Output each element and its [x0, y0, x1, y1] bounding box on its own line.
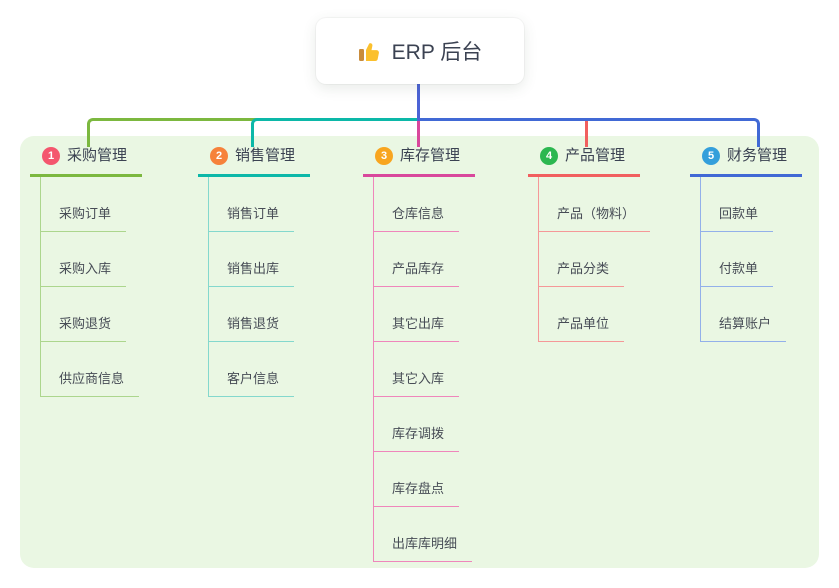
mindmap-node[interactable]: 供应商信息: [41, 342, 140, 397]
mindmap-node[interactable]: 采购退货: [41, 287, 127, 342]
branch-children-list: 仓库信息产品库存其它出库其它入库库存调拨库存盘点出库库明细: [373, 177, 473, 562]
mindmap-node-label: 采购入库: [59, 261, 112, 276]
mindmap-node[interactable]: 产品单位: [539, 287, 625, 342]
branch-number-badge: 3: [375, 147, 393, 165]
mindmap-node[interactable]: 回款单: [701, 177, 774, 232]
branch-title-node[interactable]: 4 产品管理: [528, 145, 641, 177]
mindmap-node-label: 库存调拨: [392, 426, 445, 441]
branch-title-label: 采购管理: [67, 147, 128, 164]
mindmap-node-label: 销售出库: [227, 261, 280, 276]
root-node[interactable]: ERP 后台: [316, 18, 524, 84]
branch-children-list: 采购订单采购入库采购退货供应商信息: [40, 177, 140, 397]
branch-title-label: 库存管理: [400, 147, 461, 164]
branch-children-list: 产品（物料） 产品分类产品单位: [538, 177, 651, 342]
branch-title-label: 销售管理: [235, 147, 296, 164]
connector-branch-4: [585, 121, 588, 147]
mindmap-node[interactable]: 销售退货: [209, 287, 295, 342]
branch-title-node[interactable]: 5 财务管理: [690, 145, 803, 177]
root-title: ERP 后台: [391, 41, 483, 64]
mindmap-node[interactable]: 仓库信息: [374, 177, 460, 232]
mindmap-node[interactable]: 销售订单: [209, 177, 295, 232]
branch-column-5: 5 财务管理 回款单付款单结算账户: [690, 145, 803, 342]
mindmap-node-label: 结算账户: [719, 316, 772, 331]
mindmap-node-label: 产品（物料）: [557, 206, 636, 221]
mindmap-node[interactable]: 采购入库: [41, 232, 127, 287]
connector-branch-3: [417, 121, 420, 147]
mindmap-node-label: 销售订单: [227, 206, 280, 221]
mindmap-node-label: 采购订单: [59, 206, 112, 221]
branch-column-1: 1 采购管理 采购订单采购入库采购退货供应商信息: [30, 145, 143, 397]
mindmap-node-label: 库存盘点: [392, 481, 445, 496]
mindmap-node-label: 销售退货: [227, 316, 280, 331]
branch-number-badge: 4: [540, 147, 558, 165]
branch-children-list: 销售订单销售出库销售退货客户信息: [208, 177, 295, 397]
mindmap-node-label: 回款单: [719, 206, 759, 221]
branch-number-badge: 2: [210, 147, 228, 165]
mindmap-node-label: 客户信息: [227, 371, 280, 386]
mindmap-node[interactable]: 结算账户: [701, 287, 787, 342]
mindmap-node[interactable]: 销售出库: [209, 232, 295, 287]
mindmap-node-label: 其它入库: [392, 371, 445, 386]
mindmap-node-label: 产品库存: [392, 261, 445, 276]
mindmap-node-label: 出库库明细: [392, 536, 458, 551]
mindmap-node[interactable]: 付款单: [701, 232, 774, 287]
branch-number-badge: 5: [702, 147, 720, 165]
mindmap-node[interactable]: 其它入库: [374, 342, 460, 397]
mindmap-node-label: 产品单位: [557, 316, 610, 331]
mindmap-node-label: 付款单: [719, 261, 759, 276]
mindmap-node-label: 产品分类: [557, 261, 610, 276]
connector-root-stem: [417, 84, 420, 121]
branch-number-badge: 1: [42, 147, 60, 165]
connector-branch-5: [419, 118, 760, 147]
mindmap-node-label: 仓库信息: [392, 206, 445, 221]
connector-branch-2: [251, 118, 419, 147]
mindmap-node[interactable]: 客户信息: [209, 342, 295, 397]
branch-column-2: 2 销售管理 销售订单销售出库销售退货客户信息: [198, 145, 311, 397]
branch-title-label: 财务管理: [727, 147, 788, 164]
mindmap-node[interactable]: 其它出库: [374, 287, 460, 342]
mindmap-node[interactable]: 产品分类: [539, 232, 625, 287]
mindmap-node-label: 采购退货: [59, 316, 112, 331]
branch-title-node[interactable]: 1 采购管理: [30, 145, 143, 177]
branches-panel: [20, 136, 819, 568]
branch-children-list: 回款单付款单结算账户: [700, 177, 787, 342]
mindmap-node[interactable]: 采购订单: [41, 177, 127, 232]
mindmap-node-label: 其它出库: [392, 316, 445, 331]
mindmap-node[interactable]: 产品库存: [374, 232, 460, 287]
branch-title-label: 产品管理: [565, 147, 626, 164]
thumbs-up-icon: [358, 43, 379, 61]
mindmap-node[interactable]: 出库库明细: [374, 507, 473, 562]
mindmap-node[interactable]: 库存调拨: [374, 397, 460, 452]
branch-title-node[interactable]: 2 销售管理: [198, 145, 311, 177]
mindmap-node-label: 供应商信息: [59, 371, 125, 386]
branch-column-3: 3 库存管理 仓库信息产品库存其它出库其它入库库存调拨库存盘点出库库明细: [363, 145, 476, 562]
branch-title-node[interactable]: 3 库存管理: [363, 145, 476, 177]
mindmap-node[interactable]: 库存盘点: [374, 452, 460, 507]
mindmap-node[interactable]: 产品（物料）: [539, 177, 651, 232]
branch-column-4: 4 产品管理 产品（物料） 产品分类产品单位: [528, 145, 651, 342]
